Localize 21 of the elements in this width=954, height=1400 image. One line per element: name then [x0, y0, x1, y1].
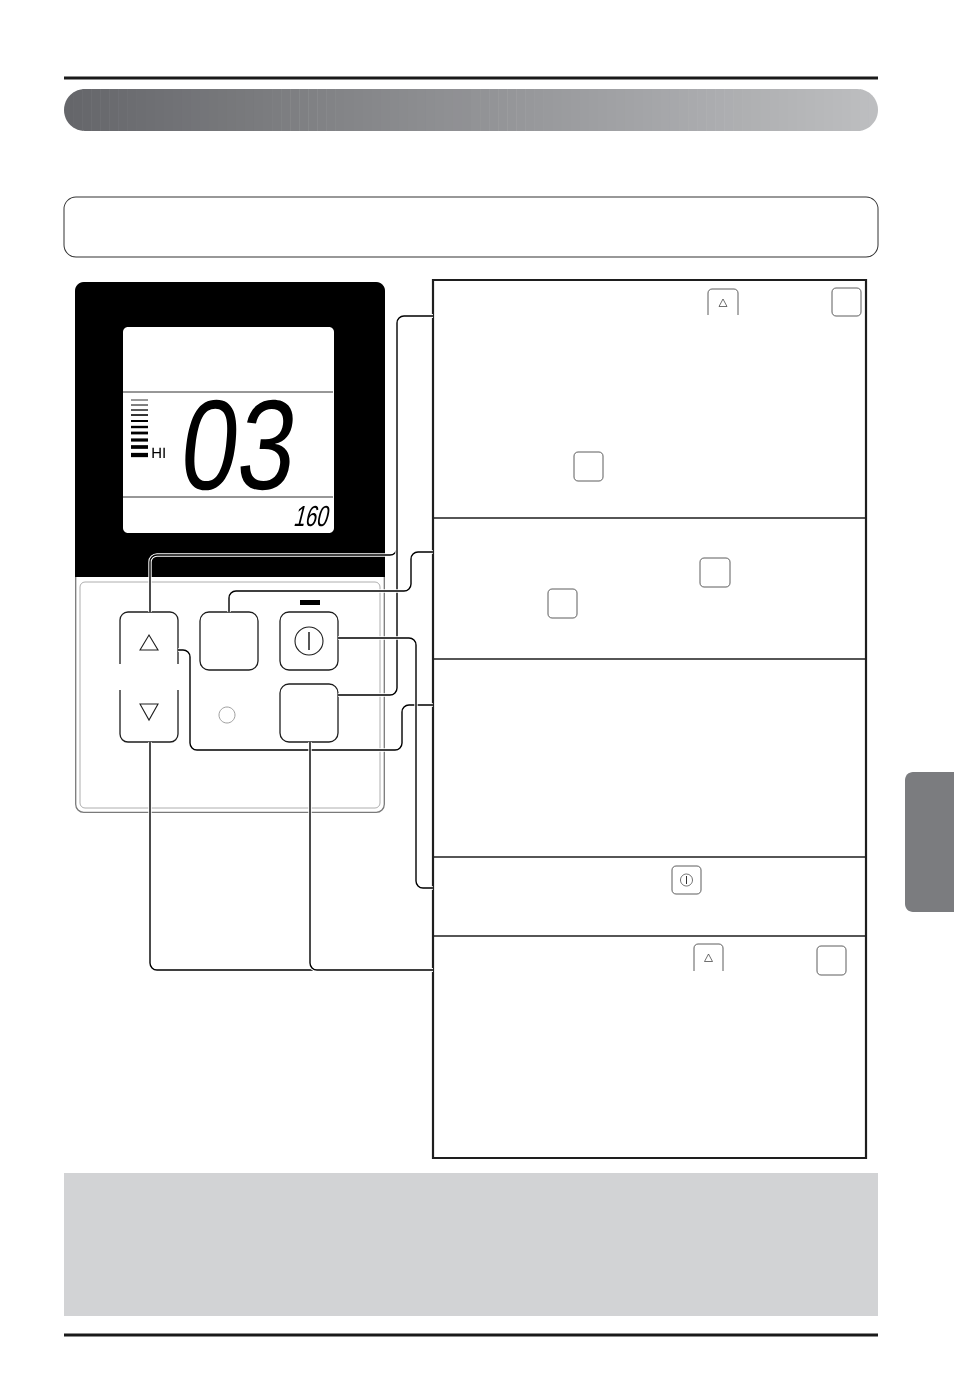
display-number: 160 — [294, 505, 330, 527]
up-button — [119, 611, 179, 665]
instruction-section — [432, 517, 867, 660]
leader-line — [337, 314, 434, 697]
display-digits: 03 — [185, 399, 293, 491]
title-bar — [64, 89, 878, 131]
fan-level-text: HI — [152, 447, 165, 458]
instruction-section — [432, 279, 867, 519]
leader-line — [177, 648, 434, 752]
leader-line — [308, 741, 434, 972]
leader-line — [227, 550, 434, 613]
side-tab — [905, 772, 954, 912]
power-button — [279, 611, 339, 671]
leader-line — [337, 636, 434, 890]
instruction-section — [432, 658, 867, 858]
blank-button — [279, 683, 339, 743]
blank-button — [199, 611, 259, 671]
instruction-section — [432, 935, 867, 1159]
down-button — [119, 689, 179, 743]
heading-box — [63, 196, 879, 258]
instruction-section — [432, 856, 867, 937]
